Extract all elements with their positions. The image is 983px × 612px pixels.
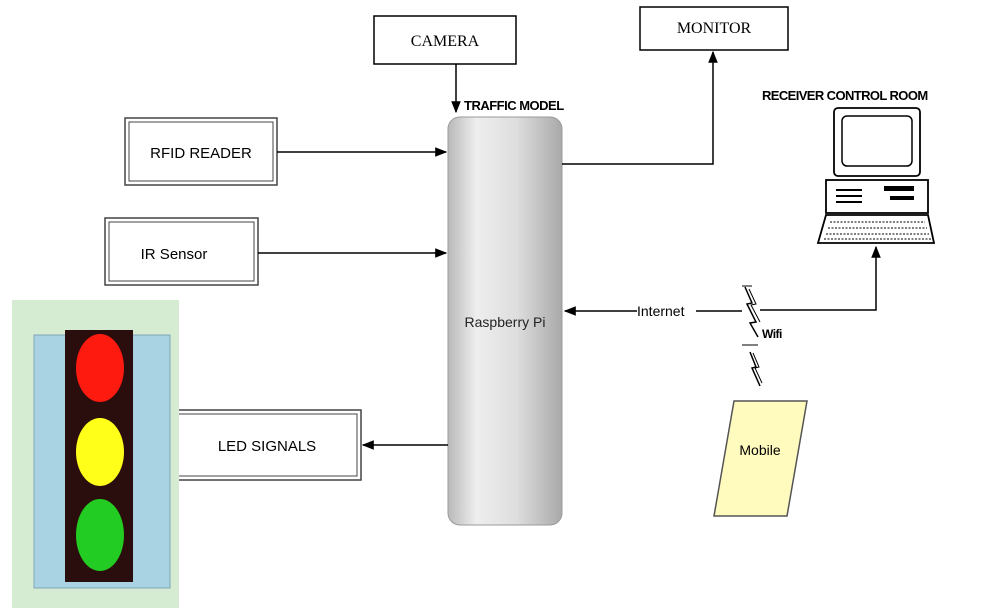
camera-node: CAMERA — [374, 16, 516, 64]
receiver-control-room-label: RECEIVER CONTROL ROOM — [762, 88, 928, 103]
computer-icon: RECEIVER CONTROL ROOM — [762, 88, 934, 243]
wifi-label: Wifi — [762, 327, 782, 341]
camera-label: CAMERA — [411, 33, 480, 50]
monitor-label: MONITOR — [677, 20, 752, 37]
green-light — [76, 499, 124, 571]
mobile-node: Mobile — [714, 401, 807, 516]
receiver-arrow — [760, 247, 876, 310]
raspberry-pi-label: Raspberry Pi — [465, 314, 546, 330]
internet-label: Internet — [637, 303, 685, 319]
ir-sensor-node: IR Sensor — [105, 218, 258, 285]
red-light — [76, 334, 124, 402]
traffic-light-image — [12, 300, 179, 608]
rfid-reader-node: RFID READER — [125, 118, 277, 185]
led-signals-label: LED SIGNALS — [218, 438, 316, 455]
diagram-title: TRAFFIC MODEL — [464, 98, 564, 113]
ir-sensor-label: IR Sensor — [141, 246, 208, 263]
monitor-arrow — [562, 52, 713, 164]
rfid-reader-label: RFID READER — [150, 145, 252, 162]
yellow-light — [76, 418, 124, 486]
monitor-node: MONITOR — [640, 7, 788, 50]
mobile-label: Mobile — [739, 442, 780, 458]
connectors — [258, 52, 876, 445]
wifi-icon: Wifi — [742, 286, 782, 386]
led-signals-node: LED SIGNALS — [174, 410, 361, 480]
raspberry-pi-node: Raspberry Pi — [448, 117, 562, 525]
